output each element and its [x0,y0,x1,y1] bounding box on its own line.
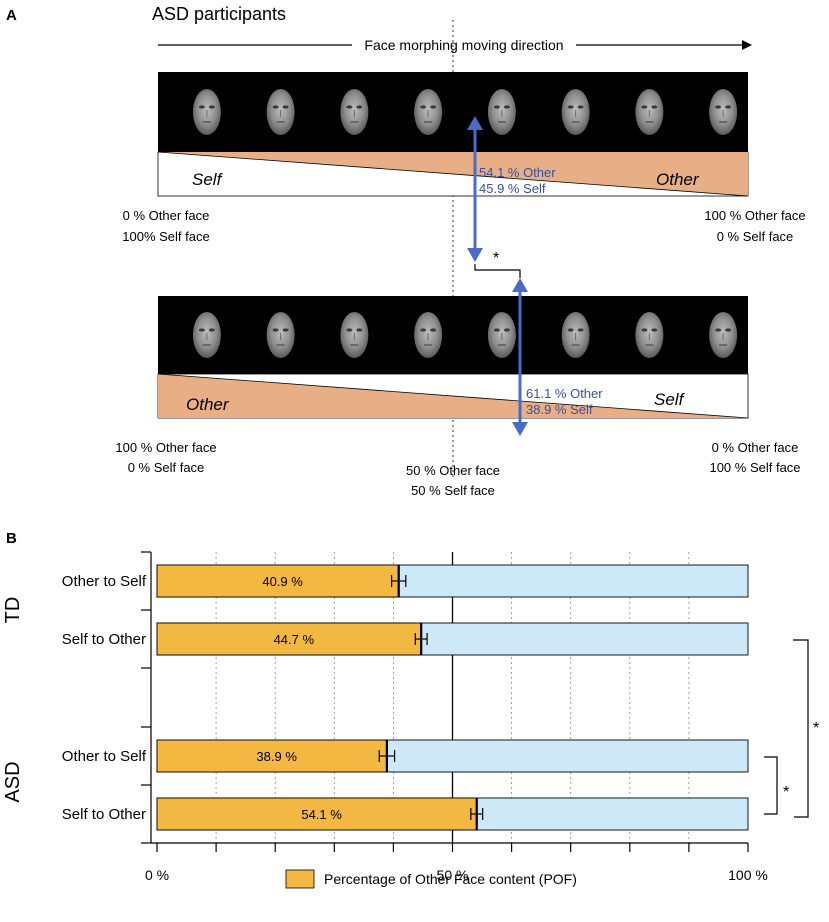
strip1-point-line-2: 45.9 % Self [479,181,546,196]
direction-label: Face morphing moving direction [364,37,563,53]
strip1-face-4 [414,89,443,135]
strip2-other-word: Other [186,395,230,414]
bracket-td-asd-star: * [813,720,819,737]
strip1-point-line-1: 54.1 % Other [479,165,556,180]
direction-arrow-head [742,40,752,50]
error-bar-td-other-to-self [391,575,407,587]
panel-a: A ASD participants Face morphing moving … [6,4,806,498]
row-label-asd-self-to-other: Self to Other [62,806,146,823]
strip2-face-1 [192,312,221,358]
strip2-face-2 [266,312,295,358]
x-tick-label-100: 100 % [728,867,768,883]
strip2-point-line-1: 61.1 % Other [526,386,603,401]
panel-a-significance-star: * [493,250,499,267]
error-bar-asd-other-to-self [378,750,396,762]
strip1-blue-arrowhead-bottom [467,248,483,262]
strip1-face-6 [561,89,590,135]
strip1-blue-arrowhead-top [467,116,483,130]
strip1-face-3 [340,89,369,135]
strip2-face-8 [709,312,738,358]
center-caption-1: 50 % Other face [406,463,500,478]
strip2-left-caption-1: 100 % Other face [115,440,216,455]
strip2-blue-arrowhead-bottom [512,422,528,436]
strip2-blue-arrowhead-top [512,278,528,292]
center-caption-2: 50 % Self face [411,483,495,498]
strip1-right-caption-2: 0 % Self face [717,229,794,244]
x-axis-ticks: 0 % 50 % 100 % [145,843,768,883]
strip2-wedge-diagonal [157,373,749,419]
strip1-right-caption-1: 100 % Other face [704,208,805,223]
error-bar-td-self-to-other [414,633,428,645]
bracket-td-asd [793,639,809,818]
strip2-faces [192,312,738,358]
chart-bars: 40.9 % 44.7 % 38.9 % 54.1 % [156,564,749,831]
group-label-asd: ASD [2,761,24,802]
bar-value-label-asd-other-to-self: 38.9 % [256,749,297,764]
strip1-face-7 [635,89,664,135]
strip1-face-2 [266,89,295,135]
x-tick-label-0: 0 % [145,867,169,883]
legend-label: Percentage of Other Face content (POF) [324,871,577,887]
error-bar-asd-self-to-other [470,808,484,820]
panel-a-letter: A [6,7,17,24]
row-label-td-other-to-self: Other to Self [62,573,147,590]
panel-b-letter: B [6,530,17,547]
strip1-left-caption-1: 0 % Other face [123,208,210,223]
strip2-face-5 [487,312,516,358]
strip1-left-caption-2: 100% Self face [122,229,209,244]
strip2-point-line-2: 38.9 % Self [526,402,593,417]
row-label-td-self-to-other: Self to Other [62,631,146,648]
group-label-td: TD [2,597,24,624]
bar-value-asd-self-to-other [156,797,478,831]
x-tick-label-50: 50 % [437,867,469,883]
bar-value-label-td-self-to-other: 44.7 % [274,632,315,647]
strip2-face-7 [635,312,664,358]
y-axis-ticks [141,551,151,844]
bar-value-label-asd-self-to-other: 54.1 % [301,807,342,822]
strip2-left-caption-2: 0 % Self face [128,460,205,475]
strip2-right-caption-2: 100 % Self face [709,460,800,475]
strip1-face-8 [709,89,738,135]
bracket-asd-inner [764,756,778,815]
strip1-faces [192,89,738,135]
bracket-asd-inner-star: * [783,784,789,801]
strip1-other-word: Other [656,170,700,189]
strip1-face-1 [192,89,221,135]
panel-a-significance-bracket [474,264,521,278]
bar-value-asd-other-to-self [156,739,388,773]
panel-b: B 40.9 %44.7 %38.9 %54.1 % 0 %50 %100 % … [2,530,819,889]
strip2-face-4 [414,312,443,358]
strip2-face-6 [561,312,590,358]
strip2-self-word: Self [654,390,686,409]
strip2-right-caption-1: 0 % Other face [712,440,799,455]
strip1-self-word: Self [192,170,224,189]
legend-swatch [285,869,315,889]
chart-grid [215,552,690,843]
panel-a-title: ASD participants [152,4,286,24]
strip2-face-3 [340,312,369,358]
bar-value-label-td-other-to-self: 40.9 % [262,574,303,589]
row-label-asd-other-to-self: Other to Self [62,748,147,765]
strip1-face-5 [487,89,516,135]
strip1-wedge-diagonal [157,151,749,197]
bar-value-td-self-to-other [156,622,422,656]
